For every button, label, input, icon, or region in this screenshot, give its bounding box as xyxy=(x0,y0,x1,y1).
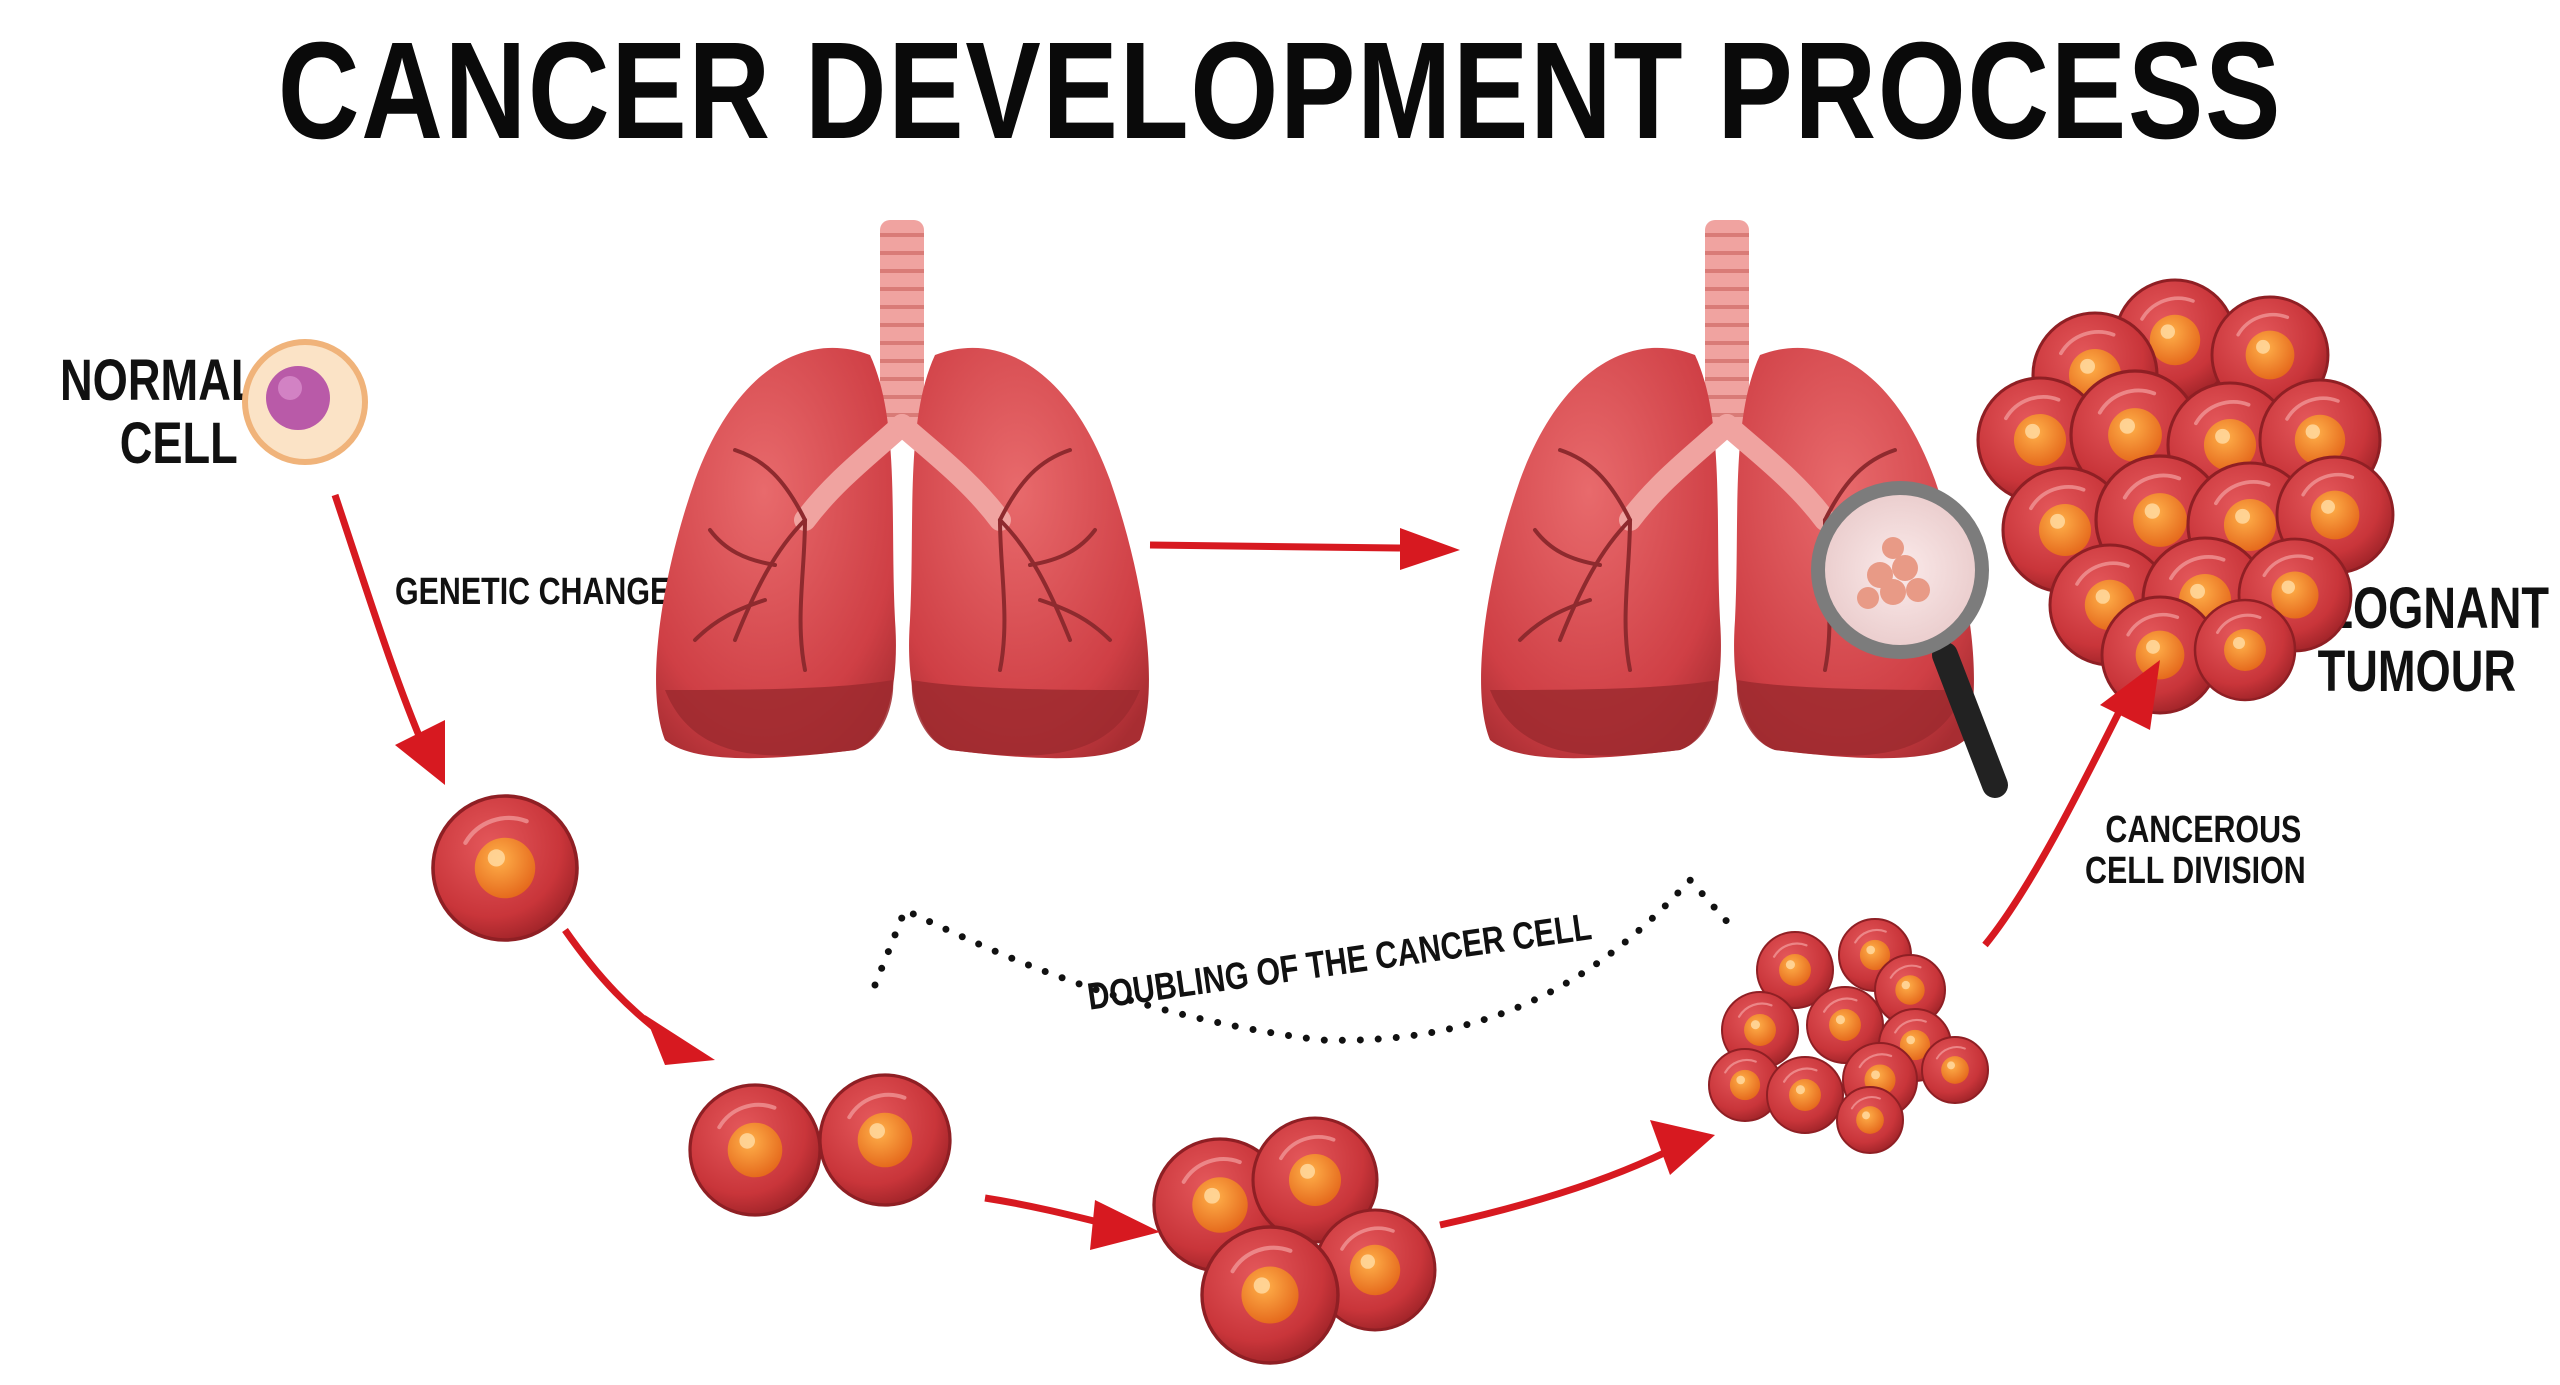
label-normal-cell: NORMAL CELL xyxy=(60,348,259,476)
arrow-first-to-second xyxy=(562,927,715,1065)
arrow-second-to-third xyxy=(984,1194,1160,1250)
label-normal-cell-line1: NORMAL xyxy=(60,348,259,413)
arrow-fourth-to-tumour xyxy=(1982,660,2160,948)
cancer-cell xyxy=(1200,1225,1340,1365)
label-malignant-line2: TUMOUR xyxy=(2317,638,2517,704)
cancer-cell xyxy=(1806,986,1884,1064)
cancer-cell xyxy=(1251,1116,1379,1244)
arrow-third-to-fourth xyxy=(1439,1120,1715,1229)
cancer-cell xyxy=(1313,1208,1437,1332)
magnifier-icon xyxy=(1811,481,2008,798)
malignant-tumour-cluster xyxy=(1976,278,2395,715)
cancer-cell xyxy=(1766,1056,1844,1134)
lungs-healthy-icon xyxy=(656,220,1149,759)
cancer-cell xyxy=(688,1083,822,1217)
cancer-cell-cluster xyxy=(1708,918,1989,1154)
cancer-cell-quad xyxy=(1152,1116,1437,1365)
process-arrows xyxy=(331,493,2160,1250)
cancer-cell xyxy=(1836,1086,1904,1154)
arrow-normal-to-first xyxy=(331,493,445,785)
normal-cell-icon xyxy=(242,339,368,465)
label-genetic-changes: GENETIC CHANGES xyxy=(395,571,691,613)
cancer-cell xyxy=(431,794,579,942)
cancer-cell xyxy=(818,1073,952,1207)
arrow-lungs-to-lungs xyxy=(1149,528,1460,570)
cancer-cell-groups xyxy=(431,278,2395,1365)
label-normal-cell-line2: CELL xyxy=(119,410,238,476)
label-cancerous-line1: CANCEROUS xyxy=(2105,809,2302,851)
cancer-cell xyxy=(1921,1036,1989,1104)
cancer-cell-pair xyxy=(688,1073,952,1217)
diagram-title: CANCER DEVELOPMENT PROCESS xyxy=(277,14,2283,168)
cancer-cell xyxy=(1756,931,1834,1009)
label-cancerous-line2: CELL DIVISION xyxy=(2085,850,2306,893)
cancer-cell xyxy=(2193,598,2297,702)
label-cancerous-division: CANCEROUS CELL DIVISION xyxy=(2085,809,2306,893)
cancer-cell-single xyxy=(431,794,579,942)
